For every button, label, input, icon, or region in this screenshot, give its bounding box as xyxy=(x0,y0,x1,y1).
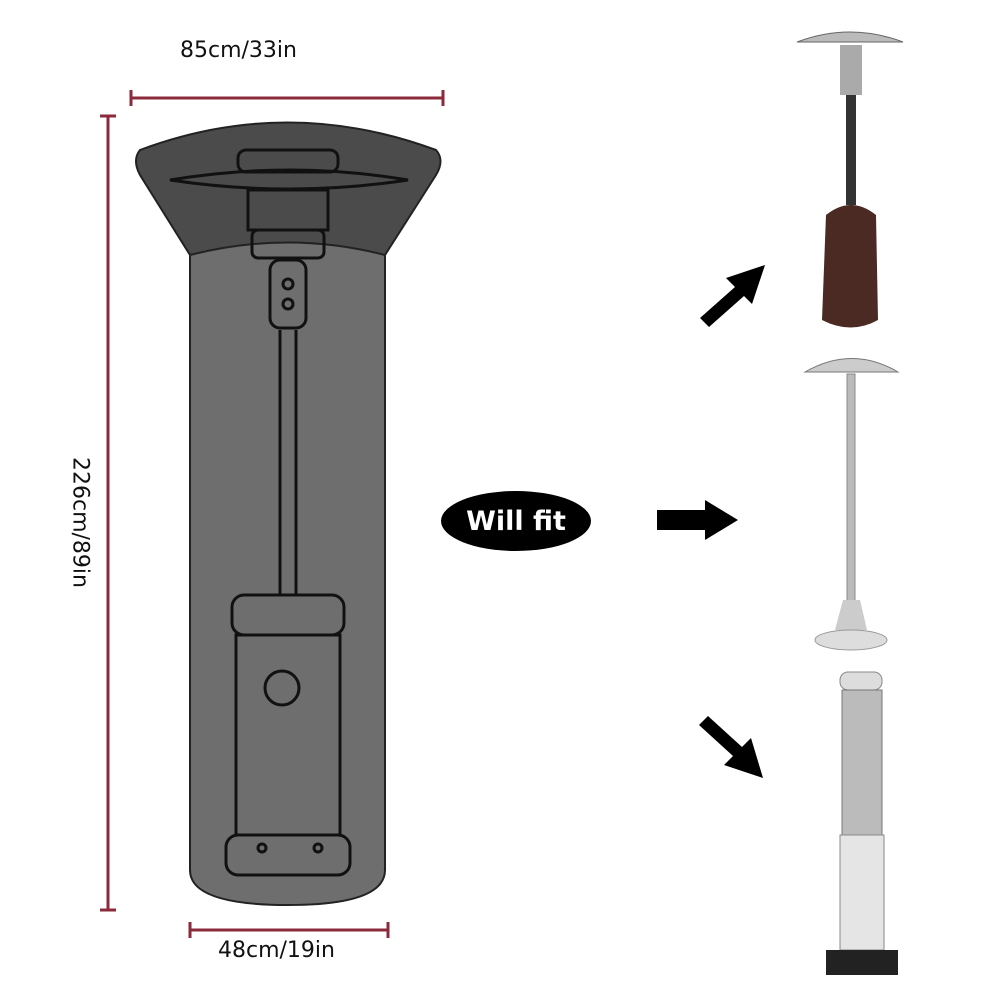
dimension-lines xyxy=(100,90,445,938)
top-width-label: 85cm/33in xyxy=(180,38,297,63)
bottom-width-label: 48cm/19in xyxy=(218,938,335,963)
heater-cover xyxy=(135,121,442,907)
heater-mushroom-dark xyxy=(796,31,904,328)
heater-tower-silver xyxy=(826,671,898,975)
will-fit-badge: Will fit xyxy=(441,491,591,551)
height-label: 226cm/89in xyxy=(67,457,93,588)
heater-electric-silver xyxy=(803,358,900,651)
arrow-right-icon xyxy=(657,500,738,540)
arrow-down-right-icon xyxy=(699,716,763,778)
arrow-up-right-icon xyxy=(700,265,765,327)
